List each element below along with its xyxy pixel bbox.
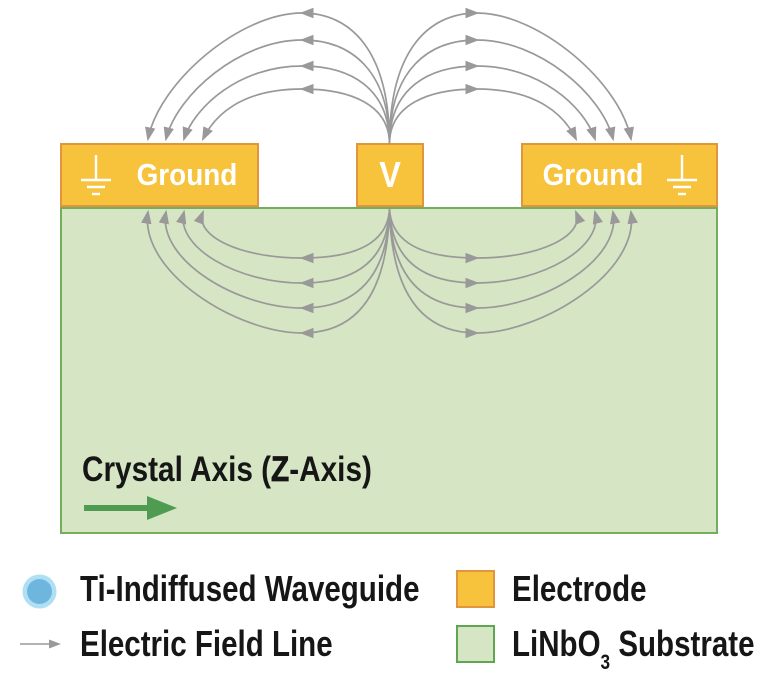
electrode-legend-swatch (456, 570, 495, 608)
field-line-legend-label: Electric Field Line (80, 623, 333, 664)
substrate-legend-label: LiNbO3 Substrate (512, 623, 755, 675)
crystal-axis-arrow-icon (84, 496, 177, 520)
ground-symbol-icon (667, 155, 697, 196)
crystal-axis-prefix: Crystal Axis ( (82, 450, 272, 489)
crystal-axis-z: Z (271, 450, 290, 490)
crystal-axis-label: Crystal Axis (Z-Axis) (82, 450, 423, 490)
field-line-legend-icon (20, 639, 61, 649)
ground-symbol-icon (81, 155, 111, 196)
crystal-axis-suffix: -Axis) (289, 450, 372, 489)
waveguide-legend-icon (22, 574, 57, 609)
electrode-legend-label: Electrode (512, 568, 647, 609)
subscript-3: 3 (600, 651, 611, 675)
ground-label-right: Ground (542, 157, 643, 192)
ground-label-left: Ground (136, 157, 237, 192)
voltage-label: V (379, 154, 401, 195)
ground-electrode-left: Ground (60, 143, 259, 207)
voltage-electrode: V (356, 143, 424, 207)
waveguide-legend-label: Ti-Indiffused Waveguide (80, 568, 420, 609)
ground-electrode-right: Ground (521, 143, 718, 207)
substrate-legend-swatch (456, 625, 495, 663)
